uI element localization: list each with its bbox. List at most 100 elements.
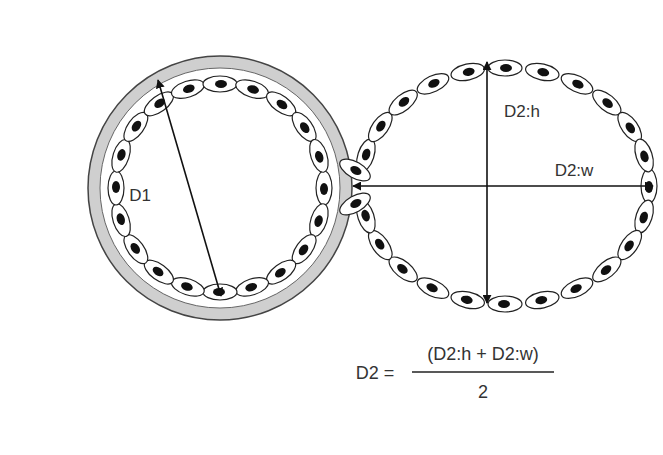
fraction-bar: [412, 371, 554, 373]
cell-body: [488, 60, 522, 76]
cell-nucleus: [361, 148, 372, 162]
endothelial-cell: [306, 201, 332, 238]
endothelial-cell: [488, 60, 522, 76]
dimension-label: D1: [129, 187, 151, 206]
cell-nucleus: [313, 214, 324, 228]
cell-body: [414, 274, 452, 303]
dimension-label: D2:w: [555, 162, 594, 181]
cell-nucleus: [425, 282, 439, 294]
cell-nucleus: [215, 80, 227, 88]
cell-nucleus: [638, 211, 649, 225]
dimension-arrow: [486, 62, 488, 303]
cell-body: [558, 274, 596, 303]
endothelial-cell: [558, 69, 596, 98]
endothelial-cell: [169, 274, 206, 300]
cell-body: [414, 69, 452, 98]
formula-text: 2: [478, 383, 488, 403]
endothelial-cell: [108, 137, 134, 174]
wall-outer-line: [88, 56, 352, 320]
endothelial-cell: [306, 137, 332, 174]
cell-layer: [108, 60, 657, 312]
cell-nucleus: [397, 95, 411, 109]
cell-nucleus: [298, 120, 312, 134]
endothelial-cell: [385, 86, 421, 120]
cell-nucleus: [500, 64, 512, 72]
endothelial-cell: [488, 296, 522, 312]
cell-nucleus: [180, 281, 194, 292]
endothelial-cell: [336, 155, 373, 186]
cell-body: [449, 289, 486, 312]
cell-nucleus: [314, 150, 325, 164]
cell-nucleus: [360, 209, 371, 223]
cell-body: [108, 201, 134, 238]
endothelial-cell: [108, 171, 124, 205]
cell-nucleus: [373, 237, 386, 251]
cell-nucleus: [273, 266, 287, 280]
endothelial-cell: [233, 274, 270, 300]
wall-band: [94, 62, 346, 314]
formula-text: (D2:h + D2:w): [427, 345, 539, 365]
cell-body: [524, 61, 561, 84]
dimension-arrow: [353, 185, 653, 187]
cell-nucleus: [275, 98, 289, 112]
cell-body: [233, 76, 270, 102]
cell-nucleus: [639, 149, 650, 163]
dimension-label: D2:h: [504, 103, 540, 122]
endothelial-cell: [524, 61, 561, 84]
cell-body: [233, 274, 270, 300]
endothelial-cell: [336, 189, 373, 220]
cell-nucleus: [535, 295, 548, 305]
endothelial-cell: [316, 171, 332, 205]
cell-body: [108, 137, 134, 174]
cell-nucleus: [349, 197, 363, 210]
cell-body: [169, 274, 206, 300]
cell-nucleus: [427, 77, 441, 89]
cell-nucleus: [320, 183, 328, 195]
endothelial-cell: [108, 201, 134, 238]
endothelial-cell: [449, 61, 486, 84]
cell-nucleus: [498, 300, 510, 308]
cell-nucleus: [182, 83, 196, 94]
cell-body: [169, 76, 206, 102]
cell-nucleus: [297, 243, 311, 257]
cell-body: [488, 296, 522, 312]
cell-body: [306, 137, 332, 174]
cell-nucleus: [645, 181, 653, 193]
cell-nucleus: [116, 148, 127, 162]
endothelial-cell: [589, 252, 625, 286]
cell-nucleus: [395, 262, 409, 276]
cell-nucleus: [569, 282, 583, 294]
vessel-wall: [88, 56, 352, 320]
cell-nucleus: [349, 164, 363, 177]
cell-nucleus: [622, 239, 635, 253]
dimension-arrow: [158, 80, 221, 296]
cell-body: [306, 201, 332, 238]
cell-body: [108, 171, 124, 205]
endothelial-cell: [558, 274, 596, 303]
cell-nucleus: [571, 78, 585, 90]
cell-body: [449, 61, 486, 84]
cell-nucleus: [151, 265, 165, 279]
cell-nucleus: [462, 67, 475, 77]
cell-nucleus: [624, 121, 637, 135]
endothelial-cell: [631, 198, 657, 235]
cell-body: [558, 69, 596, 98]
cell-body: [316, 171, 332, 205]
cell-nucleus: [115, 212, 126, 226]
endothelial-cell: [233, 76, 270, 102]
endothelial-cell: [631, 137, 657, 174]
cell-body: [524, 289, 561, 312]
endothelial-cell: [203, 76, 237, 92]
endothelial-cell: [414, 69, 452, 98]
cell-nucleus: [244, 282, 258, 293]
formula-text: D2 =: [356, 364, 395, 384]
endothelial-cell: [169, 76, 206, 102]
endothelial-cell: [414, 274, 452, 303]
cell-nucleus: [246, 84, 260, 95]
cell-nucleus: [129, 241, 143, 255]
cell-body: [336, 189, 373, 220]
cell-nucleus: [130, 119, 144, 133]
dimension-lines: [158, 62, 653, 372]
endothelial-cell: [524, 289, 561, 312]
